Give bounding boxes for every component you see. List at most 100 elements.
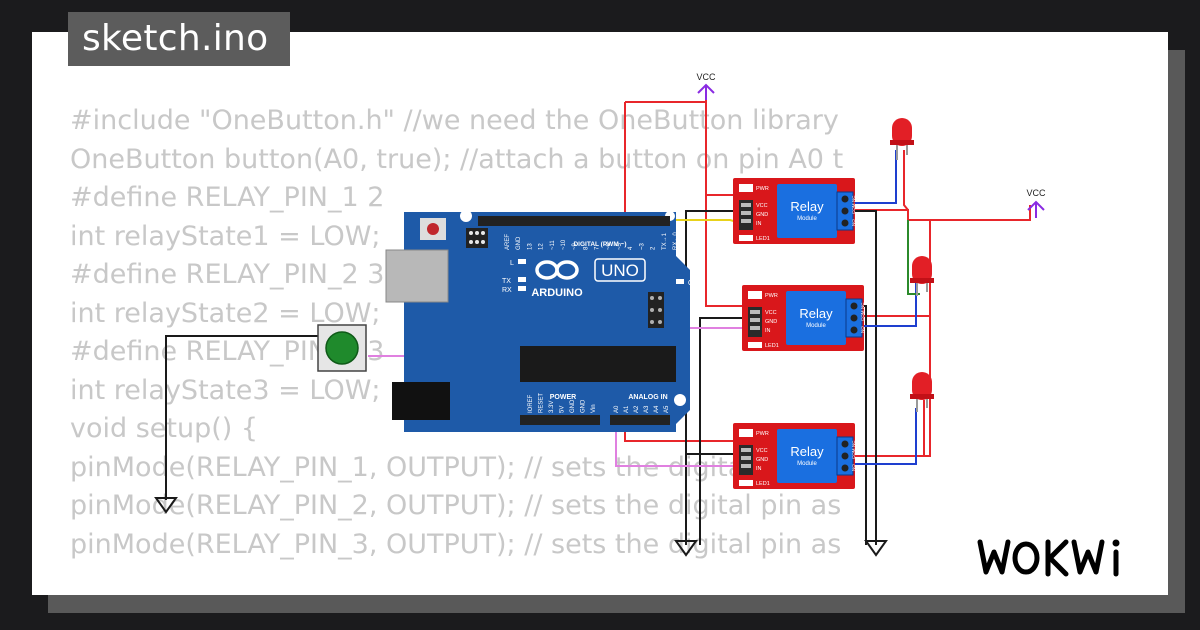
digital-pin-label: ~5 <box>617 242 623 250</box>
digital-label: DIGITAL (PWM ~) <box>573 241 626 248</box>
code-line: pinMode(RELAY_PIN_2, OUTPUT); // sets th… <box>70 490 842 521</box>
relay-pin-label: VCC <box>756 203 768 209</box>
code-line: int relayState3 = LOW; <box>70 374 381 406</box>
digital-pin-label: GND <box>516 236 522 250</box>
power-pin-label: 5V <box>560 406 566 413</box>
relay-terminal-label: NO <box>860 326 865 333</box>
power-pin-label: Vin <box>591 404 597 413</box>
relay-terminal-label: COM <box>851 448 856 459</box>
vcc-symbol-1: VCC <box>696 72 716 100</box>
analog-label: ANALOG IN <box>628 394 667 401</box>
wire-blue-led3 <box>855 408 917 465</box>
digital-pin-label: 8 <box>583 246 589 250</box>
wire-black-relay2-gnd <box>699 317 746 545</box>
relay-subtitle: Module <box>797 216 817 222</box>
digital-header <box>478 216 670 226</box>
wire-red-vcc-1 <box>705 97 737 196</box>
red-led-1[interactable] <box>890 118 914 160</box>
relay-led-label: PWR <box>756 431 769 437</box>
power-jack <box>392 382 450 420</box>
relay-led-label: PWR <box>756 186 769 192</box>
analog-pin-label: A5 <box>664 405 670 413</box>
relay-led-label: LED1 <box>756 481 770 487</box>
analog-header <box>610 415 670 425</box>
digital-pin-label: ~6 <box>606 242 612 250</box>
analog-pin-label: A3 <box>644 405 650 413</box>
analog-pin-label: A2 <box>634 405 640 413</box>
arduino-uno-board[interactable]: ARDUINO UNO DIGITAL (PWM ~) POWER ANALOG… <box>385 210 699 432</box>
code-line: #define RELAY_PIN_2 3 <box>70 259 385 290</box>
digital-pin-label: RX←0 <box>673 232 679 250</box>
relay-pin-label: GND <box>765 319 777 325</box>
relay-terminal-label: NC <box>860 302 865 309</box>
relay-pin-label: GND <box>756 457 768 463</box>
relay-pin-label: VCC <box>765 310 777 316</box>
analog-pin-label: A4 <box>654 405 660 413</box>
digital-pin-label: 7 <box>595 246 601 250</box>
code-line: int relayState1 = LOW; <box>70 220 381 252</box>
relay-terminal-label: NC <box>851 440 856 447</box>
power-pin-label: RESET <box>539 393 545 413</box>
wire-red-led1 <box>903 150 909 211</box>
power-pin-label: 3.3V <box>549 401 555 413</box>
arduino-infinity-logo <box>535 260 579 280</box>
analog-pin-label: A0 <box>614 405 620 413</box>
relay-subtitle: Module <box>806 323 826 329</box>
arduino-model: UNO <box>601 261 639 280</box>
relay-title: Relay <box>790 199 824 214</box>
relay-pin-label: IN <box>756 221 762 227</box>
tx-label: TX <box>502 278 511 285</box>
relay-title: Relay <box>790 444 824 459</box>
relay-led-label: LED1 <box>765 343 779 349</box>
wire-blue-led1 <box>855 150 897 204</box>
relay-terminal-label: COM <box>860 310 865 321</box>
rx-label: RX <box>502 287 512 294</box>
code-line: pinMode(RELAY_PIN_3, OUTPUT); // sets th… <box>70 528 842 560</box>
digital-pin-label: ~3 <box>639 242 645 250</box>
wire-red-com-3 <box>855 316 931 457</box>
svg-text:VCC: VCC <box>1026 188 1046 198</box>
red-led-3[interactable] <box>910 372 934 412</box>
arduino-brand: ARDUINO <box>531 287 583 299</box>
code-line: #include "OneButton.h" //we need the One… <box>70 105 839 136</box>
wires <box>165 97 1031 545</box>
relay-pin-label: VCC <box>756 448 768 454</box>
relay-led-label: PWR <box>765 293 778 299</box>
power-pin-label: GND <box>570 399 576 413</box>
svg-text:VCC: VCC <box>696 72 716 82</box>
wire-red-com-1 <box>855 205 1031 221</box>
relay-title: Relay <box>799 306 833 321</box>
relay-terminal-label: NC <box>851 195 856 202</box>
relay-pin-label: IN <box>765 328 771 334</box>
relay-led-label: LED1 <box>756 236 770 242</box>
ground-symbol-left <box>674 540 698 557</box>
red-led-2[interactable] <box>910 256 934 296</box>
code-line: #define RELAY_PIN_1 2 <box>70 182 385 213</box>
power-header <box>520 415 600 425</box>
digital-pin-label: ~9 <box>572 242 578 250</box>
push-button[interactable] <box>317 324 367 372</box>
power-pin-label: GND <box>581 399 587 413</box>
code-line: int relayState2 = LOW; <box>70 297 381 329</box>
digital-pin-label: ~11 <box>550 240 556 250</box>
file-title-tab: sketch.ino <box>68 12 291 66</box>
relay-pin-label: GND <box>756 212 768 218</box>
digital-pin-label: ~10 <box>561 239 567 250</box>
microcontroller-chip <box>520 346 676 382</box>
digital-pin-label: 2 <box>651 246 657 250</box>
digital-pin-label: AREF <box>505 234 511 250</box>
wire-black-button <box>165 335 318 500</box>
analog-pin-label: A1 <box>624 405 630 413</box>
relay-pin-label: IN <box>756 466 762 472</box>
digital-pin-label: 12 <box>539 243 545 250</box>
relay-terminal-label: NO <box>851 219 856 226</box>
wire-red-vcc-relay2 <box>705 195 746 307</box>
usb-connector <box>385 249 449 303</box>
wire-black-relay1-gnd <box>685 210 737 545</box>
